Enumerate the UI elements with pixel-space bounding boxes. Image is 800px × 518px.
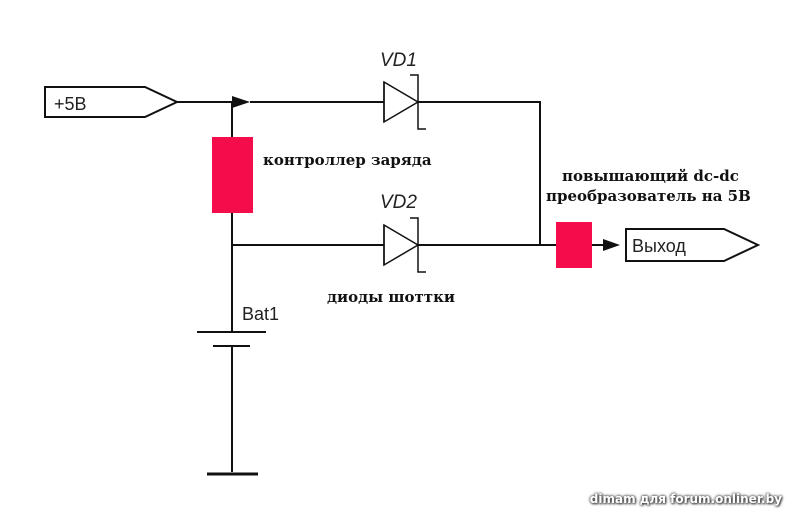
vd1-label: VD1: [380, 50, 417, 71]
boost-label-line1: повышающий dc-dc: [562, 167, 739, 185]
arrow-icon: [603, 239, 620, 251]
battery-label: Bat1: [242, 304, 279, 324]
charge-controller-label: контроллер заряда: [263, 151, 432, 169]
schottky-label: диоды шоттки: [327, 288, 455, 306]
boost-converter-block: [556, 222, 592, 268]
arrow-icon: [232, 96, 250, 108]
diode-vd2: VD2: [380, 192, 426, 273]
wires: [177, 96, 620, 472]
input-port-label: +5В: [54, 94, 87, 114]
output-port: Выход: [625, 228, 761, 262]
charge-controller-block: [212, 137, 253, 213]
diode-vd1: VD1: [380, 50, 426, 130]
boost-label-line2: преобразователь на 5В: [546, 187, 751, 205]
input-port: +5В: [44, 86, 180, 118]
output-port-label: Выход: [632, 236, 686, 256]
vd2-label: VD2: [380, 192, 417, 213]
watermark: dimam для forum.onliner.by: [589, 492, 782, 506]
battery-bat1: Bat1: [197, 304, 279, 347]
